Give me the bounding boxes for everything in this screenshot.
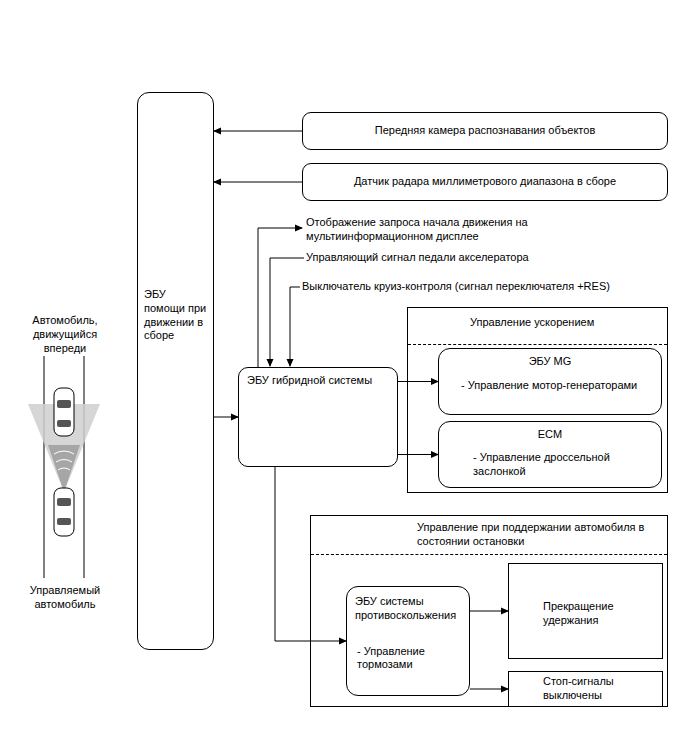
ego-car (54, 488, 74, 536)
node-title: ЭБУ системы противоскольжения (355, 595, 463, 623)
camera-cone (48, 445, 80, 492)
node-title: Управление при поддержании автомобиля в … (417, 521, 662, 549)
connector-arrow (214, 131, 302, 132)
ecu-box: ЭБУ гибридной системы (238, 367, 398, 467)
lead-car (54, 388, 74, 436)
node-title: Датчик радара миллиметрового диапазона в… (354, 175, 616, 189)
result-box: Стоп-сигналы выключены (508, 671, 663, 707)
connector-arrow (470, 689, 508, 690)
sensor-box: Датчик радара миллиметрового диапазона в… (302, 163, 668, 201)
node-title: ЭБУ MG (447, 355, 653, 369)
connector-arrow (214, 417, 238, 418)
ecu-box: ECM - Управление дроссельной заслонкой (438, 421, 662, 488)
connector-arrow (398, 381, 438, 382)
node-title: ЭБУ гибридной системы (247, 374, 389, 388)
group-region: Управление ускорениемЭБУ MG - Управление … (407, 307, 668, 493)
signal-line (258, 228, 302, 367)
vehicle-label: Управляемый автомобиль (18, 584, 112, 612)
node-title: Стоп-сигналы выключены (543, 675, 643, 703)
signal-line (270, 258, 304, 366)
road-line (84, 356, 85, 578)
dashed-divider (408, 344, 667, 345)
node-title: Управление ускорением (470, 316, 661, 330)
group-region: Управление при поддержании автомобиля в … (310, 515, 668, 707)
signal-label: Отображение запроса начала движения на м… (306, 216, 546, 244)
connector-arrow (470, 611, 508, 612)
ecu-box: ЭБУ помощи при движении в сборе (137, 92, 214, 650)
node-body: - Управление мотор-генераторами (461, 379, 653, 393)
connector-arrow (398, 454, 438, 455)
node-body: - Управление дроссельной заслонкой (473, 451, 633, 479)
ecu-box: ЭБУ MG - Управление мотор-генераторами (438, 348, 662, 415)
sensor-box: Передняя камера распознавания объектов (302, 112, 668, 150)
node-title: Передняя камера распознавания объектов (375, 124, 595, 138)
node-body: - Управление тормозами (355, 645, 463, 673)
ecu-box: ЭБУ системы противоскольжения - Управлени… (346, 586, 470, 696)
result-box: Прекращение удержания (508, 563, 663, 659)
node-title: ECM (447, 428, 653, 442)
signal-label: Выключатель круиз-контроля (сигнал перек… (302, 280, 610, 294)
dashed-divider (311, 554, 667, 555)
connector-arrow (214, 182, 302, 183)
signal-waves (54, 451, 74, 470)
signal-label: Управляющий сигнал педали акселератора (306, 251, 529, 265)
road-line (44, 356, 45, 578)
node-title: ЭБУ помощи при движении в сборе (144, 288, 209, 343)
node-title: Прекращение удержания (543, 600, 623, 628)
vehicle-label: Автомобиль, движущийся впереди (22, 314, 108, 355)
signal-line (290, 287, 300, 366)
